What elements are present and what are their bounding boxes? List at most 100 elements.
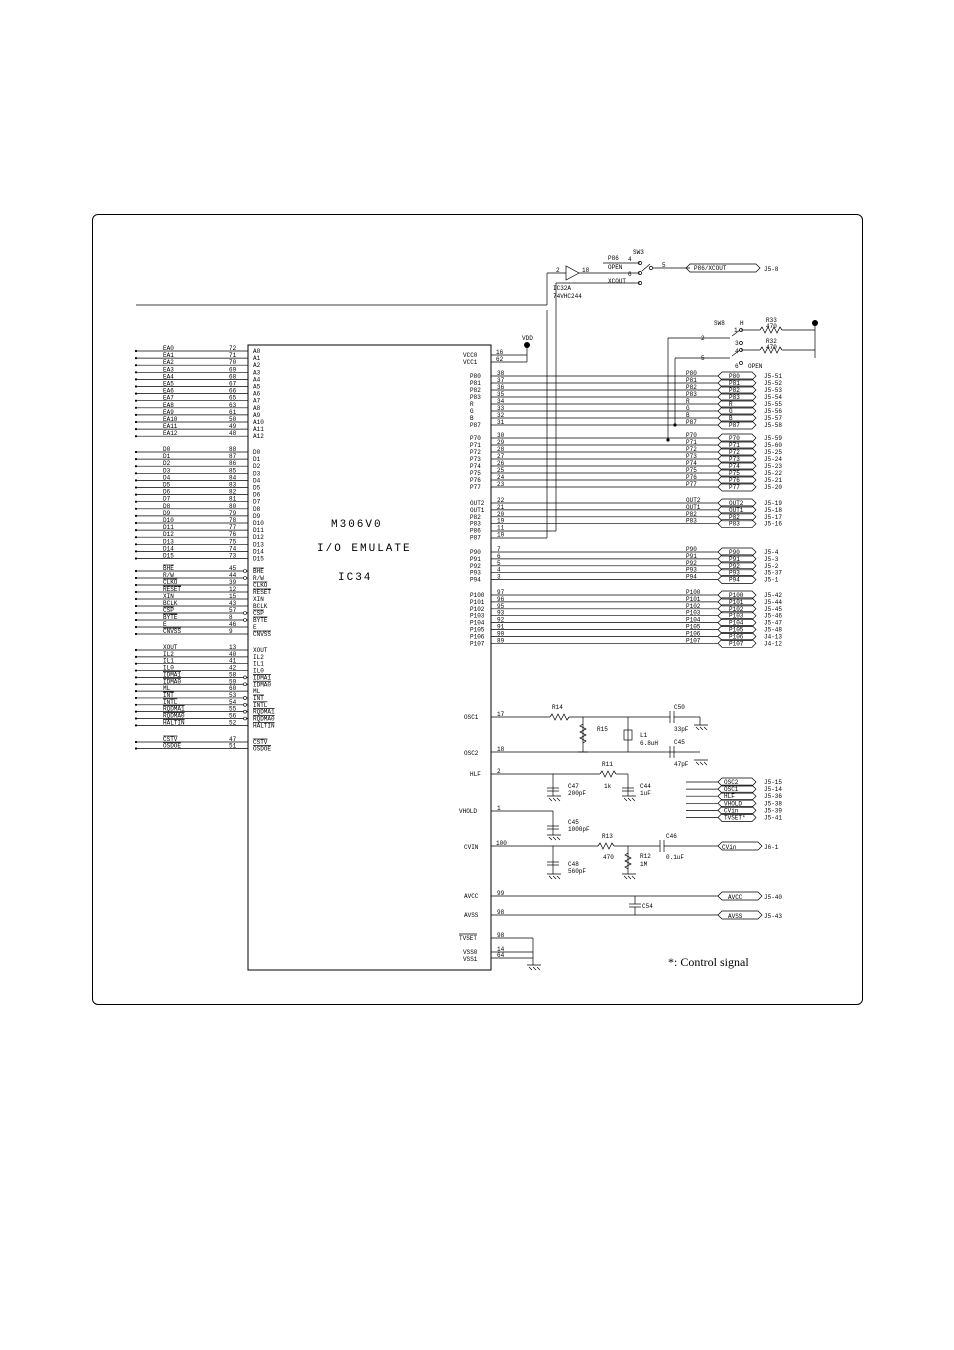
- sw8-h: H: [740, 320, 744, 327]
- left-port-label: IDMA0: [253, 681, 271, 688]
- left-port-label: D8: [253, 506, 261, 513]
- r14-label: R14: [552, 704, 563, 711]
- sw3-p86: P86: [608, 255, 619, 262]
- left-net-label: D8: [163, 503, 171, 510]
- sw3-open: OPEN: [608, 264, 623, 271]
- right-connector: J5-45: [764, 606, 782, 613]
- net-tag: [717, 420, 757, 430]
- right-pin-number: 32: [497, 412, 505, 419]
- right-pin-number: 33: [497, 405, 505, 412]
- chip-designator: IC34: [338, 572, 372, 584]
- cvin-net: CVin: [722, 844, 737, 851]
- right-tag-label: P104: [729, 620, 744, 627]
- right-pin-number: 27: [497, 453, 505, 460]
- left-pin-number: 60: [229, 685, 237, 692]
- net-tag: [717, 406, 757, 416]
- right-port-label: P73: [470, 456, 481, 463]
- right-tag-label: B: [729, 415, 733, 422]
- net-tag: [717, 413, 757, 423]
- c45a-label: C45: [674, 739, 685, 746]
- net-tag: [717, 798, 757, 808]
- left-port-label: E: [253, 624, 257, 631]
- left-net-label: INT: [163, 692, 174, 699]
- left-pin-number: 88: [229, 446, 237, 453]
- left-port-label: A1: [253, 355, 261, 362]
- right-port-label: P83: [470, 394, 481, 401]
- left-net-label: D15: [163, 553, 174, 560]
- right-net-label: P80: [686, 370, 697, 377]
- right-tag-label: P81: [729, 380, 740, 387]
- sw8-label: SW8: [714, 320, 725, 327]
- c44-label: C44: [640, 783, 651, 790]
- right-port-label: P93: [470, 570, 481, 577]
- right-port-label: P86: [470, 528, 481, 535]
- c48-value: 560pF: [568, 868, 586, 875]
- right-pin-number: 5: [497, 560, 501, 567]
- osc-connector: J5-38: [764, 800, 782, 807]
- left-net-label: BYTE: [163, 614, 178, 621]
- vcc0-port: VCC0: [463, 352, 478, 359]
- right-pin-number: 96: [497, 596, 505, 603]
- vdd-label: VDD: [522, 335, 533, 342]
- left-net-label: EA12: [163, 430, 178, 437]
- right-net-label: R: [686, 398, 690, 405]
- left-net-label: EA9: [163, 409, 174, 416]
- tvset-port: TVSET: [459, 935, 477, 942]
- right-port-label: P77: [470, 484, 481, 491]
- left-port-label: A4: [253, 376, 261, 383]
- chip-name: M306V0: [331, 519, 383, 531]
- left-net-label: D14: [163, 545, 174, 552]
- left-port-label: D4: [253, 477, 261, 484]
- right-tag-label: P102: [729, 606, 744, 613]
- right-port-label: P87: [470, 535, 481, 542]
- left-pin-number: 45: [229, 565, 237, 572]
- left-port-label: D7: [253, 499, 261, 506]
- right-tag-label: P92: [729, 563, 740, 570]
- right-connector: J5-51: [764, 373, 782, 380]
- right-tag-label: P105: [729, 627, 744, 634]
- right-pin-number: 91: [497, 624, 505, 631]
- right-port-label: P87: [470, 422, 481, 429]
- left-pin-number: 55: [229, 706, 237, 713]
- left-net-label: D3: [163, 467, 171, 474]
- left-port-label: A12: [253, 433, 264, 440]
- c54-label: C54: [642, 903, 653, 910]
- right-net-label: P70: [686, 432, 697, 439]
- right-pin-number: 31: [497, 419, 505, 426]
- right-connector: J5-47: [764, 620, 782, 627]
- vhold-port: VHOLD: [459, 808, 477, 815]
- right-pin-number: 24: [497, 474, 505, 481]
- right-connector: J5-1: [764, 577, 779, 584]
- left-pin-number: 73: [229, 553, 237, 560]
- left-net-label: D4: [163, 474, 171, 481]
- left-net-label: D12: [163, 531, 174, 538]
- r15-label: R15: [597, 726, 608, 733]
- left-pin-number: 80: [229, 503, 237, 510]
- net-tag: [717, 561, 757, 571]
- right-port-label: R: [470, 401, 474, 408]
- left-pin-number: 51: [229, 743, 237, 750]
- right-tag-label: P72: [729, 449, 740, 456]
- right-net-label: P81: [686, 377, 697, 384]
- left-pin-number: 81: [229, 496, 237, 503]
- avcc-conn: J5-40: [764, 894, 782, 901]
- left-pin-number: 75: [229, 538, 237, 545]
- left-net-label: BHE: [163, 565, 174, 572]
- left-net-label: CNVSS: [163, 628, 181, 635]
- left-pin-number: 79: [229, 510, 237, 517]
- right-port-label: P104: [470, 620, 485, 627]
- right-port-label: P91: [470, 556, 481, 563]
- right-pin-number: 20: [497, 511, 505, 518]
- right-connector: J5-21: [764, 477, 782, 484]
- right-net-label: P74: [686, 460, 697, 467]
- left-net-label: CLKO: [163, 579, 178, 586]
- osc-connector: J5-36: [764, 793, 782, 800]
- left-net-label: OSDOE: [163, 743, 181, 750]
- footnote: *: Control signal: [668, 955, 749, 969]
- cvin-conn: J6-1: [764, 844, 779, 851]
- right-tag-label: P73: [729, 456, 740, 463]
- l1-value: 6.8uH: [640, 740, 658, 747]
- net-tag: [717, 512, 757, 522]
- left-pin-number: 74: [229, 545, 237, 552]
- right-port-label: P92: [470, 563, 481, 570]
